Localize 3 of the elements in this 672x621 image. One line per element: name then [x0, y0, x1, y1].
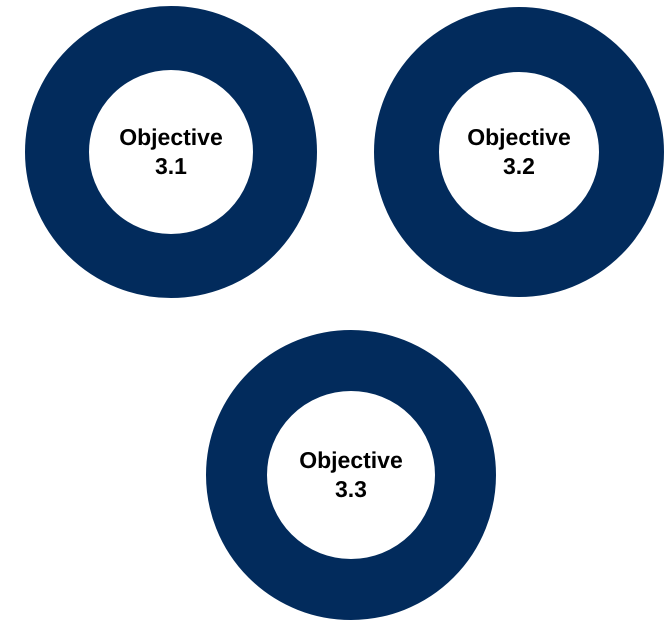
objective-label: Objective 3.1	[118, 123, 224, 181]
objective-label: Objective 3.2	[466, 123, 572, 181]
objective-label: Objective 3.3	[298, 446, 404, 504]
